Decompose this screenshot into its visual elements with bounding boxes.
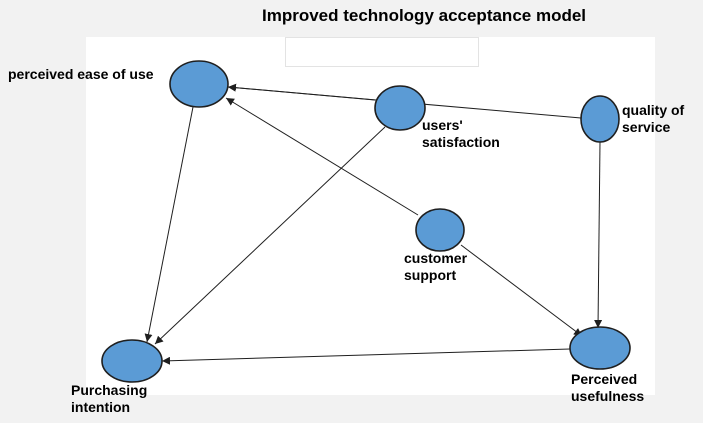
node-us	[374, 85, 426, 131]
label-customer-support: customer support	[404, 250, 468, 283]
empty-text-box	[285, 37, 479, 67]
edge-pu-to-pi	[161, 348, 571, 365]
node-qos	[580, 95, 620, 143]
edges-layer	[144, 83, 603, 365]
label-purchasing-intention: Purchasing intention	[71, 382, 148, 415]
label-perceived-usefulness: Perceived usefulness	[571, 371, 645, 404]
edge-qos-to-pu	[594, 141, 603, 329]
edge-cs-to-pu	[460, 244, 583, 337]
node-peou	[169, 60, 229, 108]
edge-cs-to-peou	[225, 97, 419, 216]
edge-us-to-pi	[154, 126, 386, 345]
label-users-satisfaction: users' satisfaction	[422, 117, 500, 150]
node-pu	[569, 326, 631, 370]
label-quality-of-service: quality of service	[622, 102, 685, 135]
nodes-layer	[101, 60, 631, 383]
diagram-title: Improved technology acceptance model	[261, 6, 587, 25]
node-cs	[415, 208, 465, 252]
edge-peou-to-pi	[144, 106, 194, 343]
label-perceived-ease-of-use: perceived ease of use	[8, 66, 154, 82]
node-pi	[101, 339, 163, 383]
